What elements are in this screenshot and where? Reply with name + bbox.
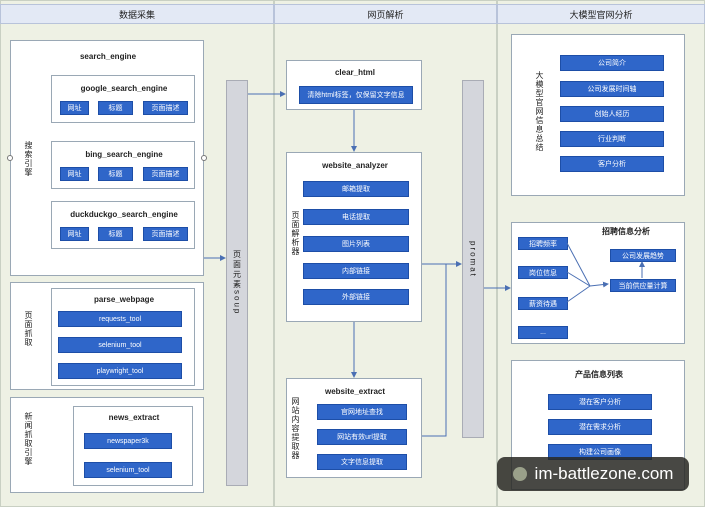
extract-item-valid-urls: 网站有效url提取 (317, 429, 407, 445)
watermark-badge: im-battlezone.com (497, 457, 689, 491)
news-extract-side-label: 新闻抓取引擎 (24, 412, 33, 466)
duckduckgo-field-desc: 页面描述 (143, 227, 188, 241)
bing-field-url: 网址 (60, 167, 89, 181)
arrow-recruit-3 (566, 285, 591, 303)
arrow-recruit-2 (566, 271, 591, 287)
summary-item-timeline: 公司发展时间轴 (560, 81, 664, 97)
soup-bar: 页面元素soup (226, 80, 248, 486)
arrow-extract-to-promat (422, 264, 447, 437)
bing-field-desc: 页面描述 (143, 167, 188, 181)
search-engine-title: search_engine (79, 52, 137, 61)
summary-item-founder: 创始人经历 (560, 106, 664, 122)
summary-side-label: 大模型官网信息总结 (535, 71, 544, 152)
summary-item-intro: 公司简介 (560, 55, 664, 71)
google-engine-box: google_search_engine 网址 标题 页面描述 (51, 75, 195, 123)
search-engine-panel: search_engine 搜索引擎 google_search_engine … (10, 40, 204, 276)
parse-webpage-title: parse_webpage (93, 295, 155, 304)
analyzer-item-external-links: 外部链接 (303, 289, 409, 305)
arrow-recruit-1 (566, 242, 591, 287)
clear-html-panel: clear_html 清除html标签，仅保留文字信息 (286, 60, 422, 110)
parse-webpage-side-label: 页面抓取 (24, 311, 33, 347)
parse-webpage-box: parse_webpage requests_tool selenium_too… (51, 288, 195, 386)
bing-engine-box: bing_search_engine 网址 标题 页面描述 (51, 141, 195, 189)
website-analyzer-title: website_analyzer (322, 161, 388, 170)
recruit-item-more: ... (518, 326, 568, 339)
connector-handle-right (201, 155, 207, 161)
extract-item-text: 文字信息提取 (317, 454, 407, 470)
website-analyzer-side-label: 页面解析器 (291, 211, 300, 256)
google-field-title: 标题 (98, 101, 133, 115)
product-title: 产品信息列表 (575, 370, 623, 379)
product-item-customers: 潜在客户分析 (548, 394, 652, 410)
news-tool-newspaper: newspaper3k (84, 433, 172, 449)
watermark-logo-icon (512, 467, 527, 481)
recruit-item-salary: 薪资待遇 (518, 297, 568, 310)
recruit-title: 招聘信息分析 (602, 227, 650, 236)
news-tool-selenium: selenium_tool (84, 462, 172, 478)
google-field-desc: 页面描述 (143, 101, 188, 115)
summary-panel: 大模型官网信息总结 公司简介 公司发展时间轴 创始人经历 行业判断 客户分析 (511, 34, 685, 196)
clear-html-item: 清除html标签，仅保留文字信息 (299, 86, 413, 104)
promat-bar: promat (462, 80, 484, 438)
parse-tool-requests: requests_tool (58, 311, 182, 327)
duckduckgo-field-url: 网址 (60, 227, 89, 241)
lane-parse-header: 网页解析 (274, 4, 497, 24)
bing-field-title: 标题 (98, 167, 133, 181)
product-item-demand: 潜在需求分析 (548, 419, 652, 435)
duckduckgo-engine-box: duckduckgo_search_engine 网址 标题 页面描述 (51, 201, 195, 249)
connector-handle-left (7, 155, 13, 161)
news-extract-panel: 新闻抓取引擎 news_extract newspaper3k selenium… (10, 397, 204, 493)
analyzer-item-phone: 电话提取 (303, 209, 409, 225)
parse-tool-selenium: selenium_tool (58, 337, 182, 353)
parse-webpage-panel: 页面抓取 parse_webpage requests_tool seleniu… (10, 282, 204, 390)
analyzer-item-images: 图片列表 (303, 236, 409, 252)
bing-engine-title: bing_search_engine (85, 150, 163, 159)
summary-item-customers: 客户分析 (560, 156, 664, 172)
extract-item-official-url: 官网地址查找 (317, 404, 407, 420)
analyzer-item-email: 邮箱提取 (303, 181, 409, 197)
website-extract-side-label: 网站内容提取器 (291, 397, 300, 460)
recruit-panel: 招聘信息分析 招聘频率 岗位信息 薪资待遇 ... 公司发展趋势 当前供应量计算 (511, 222, 685, 344)
recruit-supply-calc: 当前供应量计算 (610, 279, 676, 292)
google-field-url: 网址 (60, 101, 89, 115)
watermark-text: im-battlezone.com (534, 464, 674, 483)
duckduckgo-engine-title: duckduckgo_search_engine (70, 210, 178, 219)
news-extract-title: news_extract (108, 413, 160, 422)
arrow-recruit-to-calc (589, 281, 609, 288)
lane-collect-header: 数据采集 (0, 4, 274, 24)
duckduckgo-field-title: 标题 (98, 227, 133, 241)
soup-bar-label: 页面元素soup (232, 250, 242, 316)
search-engine-side-label: 搜索引擎 (24, 141, 33, 177)
google-engine-title: google_search_engine (80, 84, 168, 93)
summary-item-industry: 行业判断 (560, 131, 664, 147)
website-extract-title: website_extract (324, 387, 386, 396)
clear-html-title: clear_html (334, 68, 376, 77)
promat-bar-label: promat (468, 240, 478, 278)
news-extract-box: news_extract newspaper3k selenium_tool (73, 406, 193, 486)
analyzer-item-internal-links: 内部链接 (303, 263, 409, 279)
website-extract-panel: website_extract 网站内容提取器 官网地址查找 网站有效url提取… (286, 378, 422, 478)
website-analyzer-panel: website_analyzer 页面解析器 邮箱提取 电话提取 图片列表 内部… (286, 152, 422, 322)
parse-tool-playwright: playwright_tool (58, 363, 182, 379)
